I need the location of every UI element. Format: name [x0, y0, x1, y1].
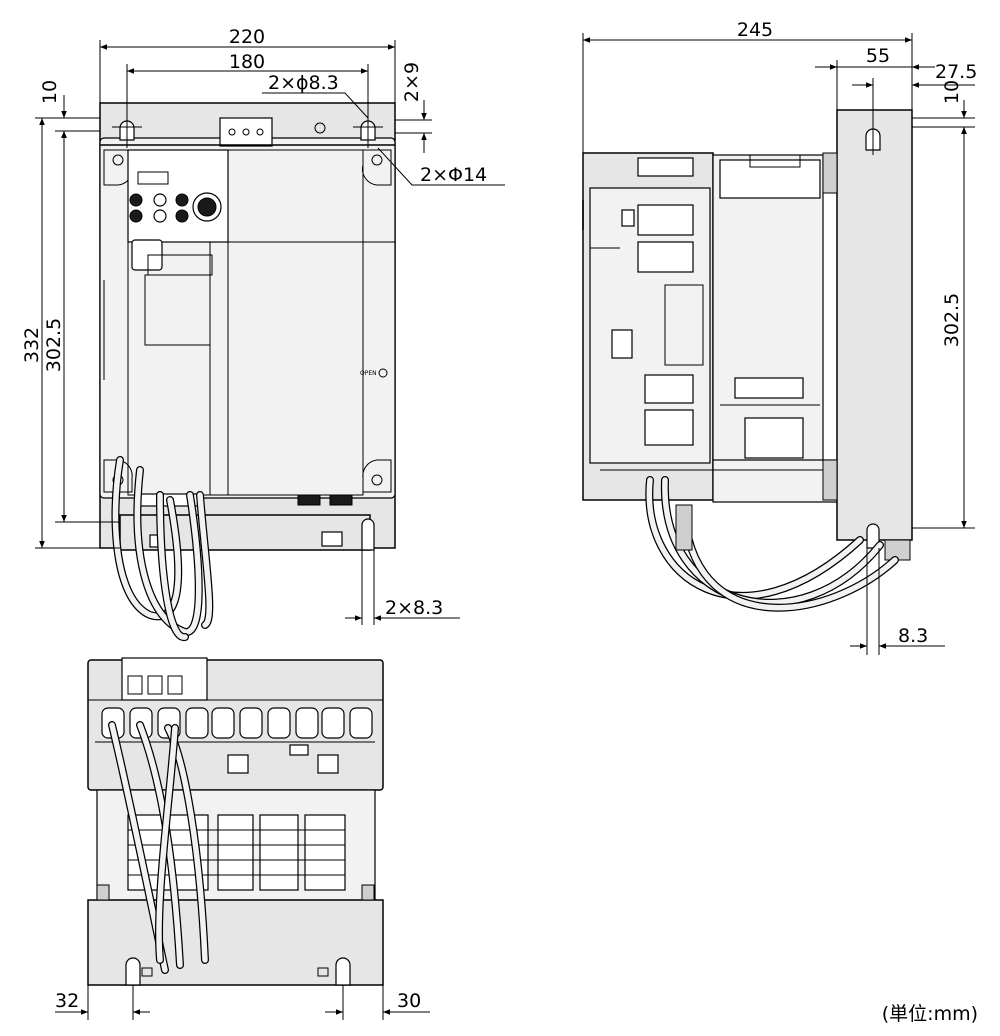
dim-front-slot-size: 2×9 — [401, 62, 423, 102]
dim-side-flange: 55 — [866, 45, 890, 67]
side-view: 245 55 27.5 10 302.5 8.3 — [582, 19, 977, 655]
front-keyhole-left-icon — [112, 112, 142, 148]
front-view: OPEN 220 180 — [21, 26, 505, 641]
dim-front-hole-dia: 2×ϕ8.3 — [268, 72, 339, 94]
dim-front-corner-hole: 2×Φ14 — [420, 164, 487, 186]
dim-side-offset: 27.5 — [935, 61, 977, 83]
bottom-slot-left-icon — [125, 957, 141, 986]
front-cables — [111, 456, 214, 641]
bottom-slot-right-icon — [335, 957, 351, 986]
bottom-view: 32 30 — [55, 657, 430, 1020]
side-keyhole-bottom-icon — [866, 523, 880, 549]
front-corner-hole-br-icon — [371, 474, 383, 486]
dim-side-top-offset: 10 — [941, 80, 963, 104]
dim-front-height-total: 332 — [21, 327, 43, 363]
bottom-cables — [108, 721, 209, 974]
dim-front-hole-pitch: 180 — [229, 51, 265, 73]
dim-side-bottom-slot: 8.3 — [898, 625, 928, 647]
side-cables — [645, 476, 899, 612]
unit-label: (単位:mm) — [882, 1003, 978, 1025]
dim-side-depth: 245 — [737, 19, 773, 41]
dim-front-width: 220 — [229, 26, 265, 48]
front-right-cover — [227, 149, 364, 496]
side-clip — [611, 329, 633, 359]
dim-front-bottom-slot: 2×8.3 — [385, 597, 443, 619]
cover-screw-icon — [378, 368, 388, 378]
side-mounting-plate — [836, 109, 913, 541]
dim-bottom-right: 30 — [397, 990, 421, 1012]
front-label-area — [144, 274, 211, 346]
front-corner-hole-tl-icon — [112, 154, 124, 166]
side-vents — [637, 157, 820, 459]
side-dimensions: 245 55 27.5 10 302.5 8.3 — [582, 19, 977, 655]
front-corner-hole-tr-icon — [371, 154, 383, 166]
front-bottom-slot-icon — [361, 518, 375, 551]
front-top-bolt-icon — [314, 122, 326, 134]
front-dimensions: 220 180 2×ϕ8.3 2×9 2×Φ14 10 332 — [21, 26, 505, 625]
bottom-dimensions: 32 30 — [55, 985, 430, 1020]
dim-front-height-pitch: 302.5 — [43, 318, 65, 372]
operation-keys — [129, 192, 222, 223]
front-top-connector — [219, 117, 273, 147]
open-label: OPEN — [360, 370, 377, 377]
dim-bottom-left: 32 — [55, 990, 79, 1012]
dim-front-top-offset: 10 — [39, 80, 61, 104]
dim-side-height-pitch: 302.5 — [941, 293, 963, 347]
side-heatsink — [712, 154, 824, 468]
bottom-connector-block — [121, 657, 208, 701]
